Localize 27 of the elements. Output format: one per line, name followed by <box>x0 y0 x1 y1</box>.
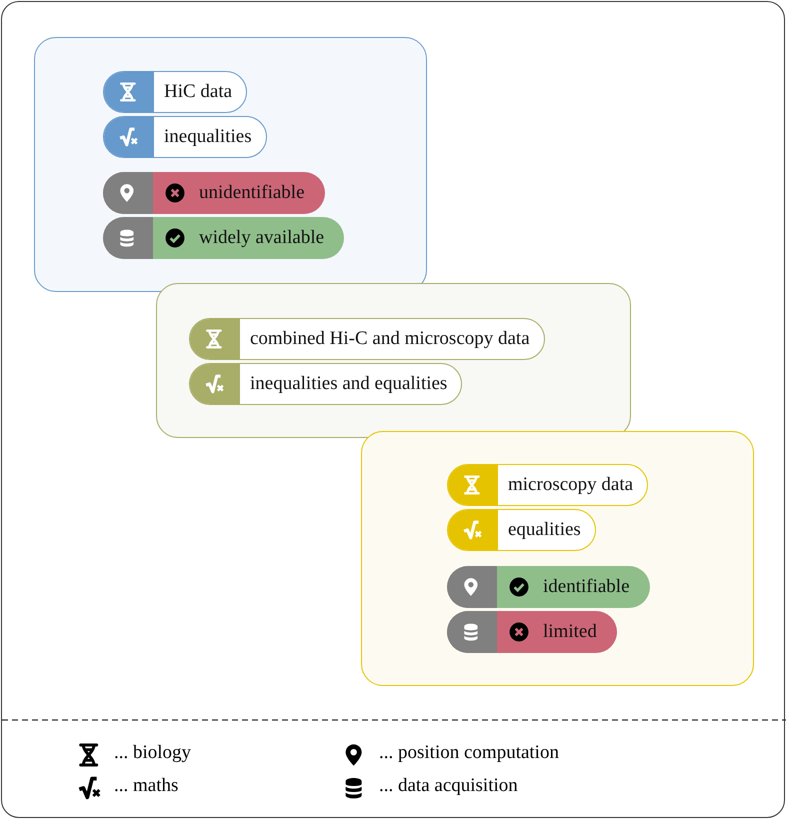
tag-pill <box>103 116 267 158</box>
panel-box <box>34 37 427 292</box>
pill-text: HiC data <box>164 81 232 103</box>
pill-text: identifiable <box>543 576 630 598</box>
legend-text: ... biology <box>114 742 192 764</box>
pill-text: inequalities <box>164 126 252 148</box>
tag-pill <box>189 363 462 405</box>
tag-pill <box>447 566 650 608</box>
pill-text: equalities <box>508 519 581 541</box>
tag-pill <box>447 611 617 653</box>
tag-pill <box>447 509 596 551</box>
tag-pill <box>189 318 545 360</box>
pill-text: combined Hi-C and microscopy data <box>250 328 530 350</box>
pill-text: inequalities and equalities <box>250 373 448 395</box>
tag-pill <box>103 172 325 214</box>
pill-text: microscopy data <box>508 474 634 496</box>
legend-text: ... maths <box>114 775 178 797</box>
tag-pill <box>103 71 248 113</box>
pill-text: limited <box>543 621 597 643</box>
pill-text: unidentifiable <box>199 182 305 204</box>
panel-box <box>156 283 631 438</box>
legend-text: ... position computation <box>379 742 559 764</box>
pill-text: widely available <box>199 227 324 249</box>
tag-pill <box>103 217 344 259</box>
panel-box <box>361 431 754 686</box>
tag-pill <box>447 464 648 506</box>
legend-text: ... data acquisition <box>379 775 518 797</box>
